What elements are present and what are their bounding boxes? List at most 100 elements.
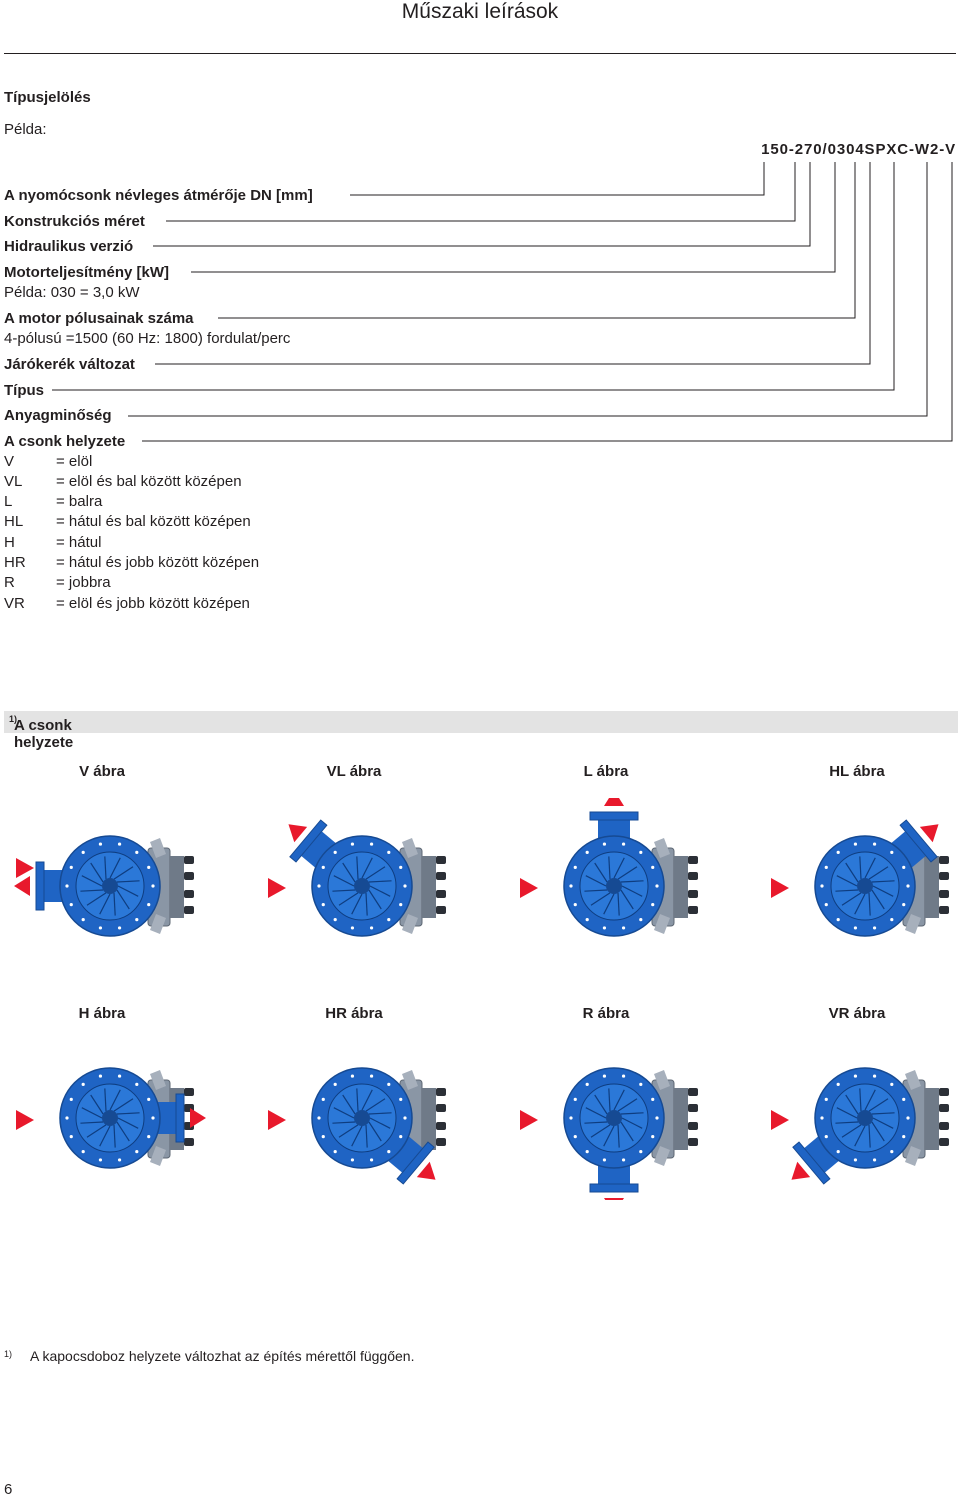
impeller-vane <box>594 862 608 883</box>
flow-arrow <box>288 824 308 843</box>
impeller-vane <box>584 889 608 892</box>
casing-bolt <box>333 918 337 922</box>
casing-bolt <box>98 1074 103 1078</box>
frame-arm-top <box>402 1070 418 1090</box>
casing-bolt <box>573 865 577 869</box>
footnote-mark: 1) <box>4 1349 13 1359</box>
figures-section-bar: A csonk helyzete 1) <box>4 711 958 751</box>
casing-bolt <box>117 926 122 930</box>
casing-bolt <box>321 865 325 869</box>
casing-bolt <box>639 918 643 922</box>
impeller-vane <box>368 1112 392 1115</box>
casing-bolt <box>69 865 73 869</box>
impeller-vane <box>590 892 611 906</box>
impeller-vane <box>361 1089 373 1111</box>
impeller-vane <box>871 1121 885 1142</box>
position-code: VL <box>4 473 23 490</box>
impeller-vane <box>109 1089 121 1111</box>
position-code: H <box>4 534 15 551</box>
casing-bolt <box>621 1074 626 1078</box>
casing-bolt <box>369 1158 374 1162</box>
position-code: VR <box>4 595 25 612</box>
casing-bolt <box>321 1097 325 1101</box>
impeller-vane <box>620 1121 634 1142</box>
frame-arm-bottom <box>654 914 670 934</box>
bolt <box>436 872 446 880</box>
bolt <box>436 1138 446 1146</box>
casing-bolt <box>902 865 906 869</box>
impeller-vane <box>368 880 392 883</box>
position-code: V <box>4 453 15 470</box>
impeller-vane <box>338 892 359 906</box>
position-desc: = hátul és jobb között középen <box>56 554 260 571</box>
casing-bolt <box>147 1097 151 1101</box>
frame-arm-top <box>654 838 670 858</box>
casing-bolt <box>853 1158 858 1162</box>
impeller-vane <box>608 1088 611 1112</box>
impeller-hub <box>102 878 118 894</box>
frame-arm-bottom <box>905 1146 921 1166</box>
header-divider <box>4 53 956 54</box>
bolt <box>939 872 949 880</box>
casing-bolt <box>350 842 355 846</box>
impeller-vane <box>585 875 607 887</box>
position-row-vr: VR= elöl és jobb között középen <box>4 594 250 614</box>
impeller-vane <box>81 875 103 887</box>
casing-bolt <box>872 926 877 930</box>
figure-label-vl: VL ábra <box>326 763 382 780</box>
casing-bolt <box>573 903 577 907</box>
casing-bolt <box>350 926 355 930</box>
inlet-arrow <box>771 878 789 898</box>
frame-arm-bottom <box>402 914 418 934</box>
casing-bolt <box>69 1135 73 1139</box>
casing-bolt <box>824 865 828 869</box>
page-number: 6 <box>4 1481 13 1498</box>
impeller-vane <box>836 1107 858 1119</box>
impeller-vane <box>854 893 866 915</box>
impeller-vane <box>864 1089 876 1111</box>
casing-bolt <box>117 1074 122 1078</box>
casing-bolt <box>98 1158 103 1162</box>
casing-bolt <box>321 903 325 907</box>
impeller-vane <box>368 889 382 910</box>
nozzle-flange <box>899 819 938 863</box>
figure-label-vr: VR ábra <box>828 1005 886 1022</box>
casing-bolt <box>135 1150 139 1154</box>
bolt <box>436 856 446 864</box>
casing-bolt <box>890 1082 894 1086</box>
figures-footnote-mark: 1) <box>9 714 18 724</box>
position-desc: = elöl <box>56 453 93 470</box>
impeller-vane <box>361 857 373 879</box>
casing-bolt <box>602 1158 607 1162</box>
inlet-arrow <box>16 1110 34 1130</box>
position-desc: = balra <box>56 493 103 510</box>
bolt <box>436 890 446 898</box>
impeller-vane <box>871 1112 895 1115</box>
impeller-vane <box>116 889 130 910</box>
pump-figure-v <box>0 798 240 968</box>
impeller-vane <box>836 875 858 887</box>
impeller-hub <box>857 1110 873 1126</box>
impeller-vane <box>90 862 104 883</box>
pump-figure-hl <box>755 798 960 968</box>
nozzle-flange <box>289 819 328 863</box>
frame-arm-bottom <box>654 1146 670 1166</box>
casing-bolt <box>836 1082 840 1086</box>
motor-frame <box>925 856 939 918</box>
impeller-vane <box>859 856 862 880</box>
impeller-vane <box>80 889 104 892</box>
casing-bolt <box>387 850 391 854</box>
frame-arm-bottom <box>905 914 921 934</box>
impeller-vane <box>99 893 111 915</box>
impeller-vane <box>365 1124 368 1148</box>
casing-bolt <box>890 1150 894 1154</box>
casing-bolt <box>872 842 877 846</box>
casing-bolt <box>585 1082 589 1086</box>
section-title: Típusjelölés <box>4 89 91 106</box>
bolt <box>184 890 194 898</box>
casing-bolt <box>117 842 122 846</box>
impeller-vane <box>81 1107 103 1119</box>
figure-label-v: V ábra <box>79 763 125 780</box>
casing-bolt <box>639 1150 643 1154</box>
casing-bolt <box>824 1135 828 1139</box>
